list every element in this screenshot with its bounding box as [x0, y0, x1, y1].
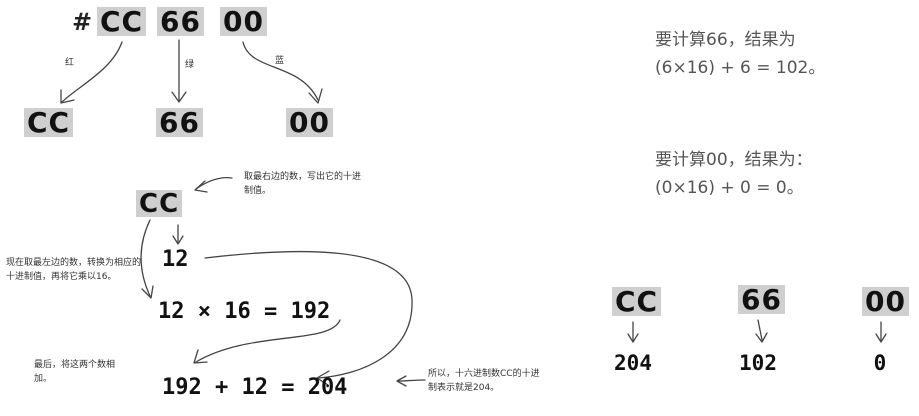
arrow-note-to-cc	[195, 176, 233, 190]
arrow-bottom-66	[757, 319, 763, 341]
arrow-192-to-sum-head	[193, 349, 208, 364]
arrow-bottom-66-head	[755, 332, 768, 343]
arrow-conclusion	[397, 379, 426, 382]
calc-66-line1: 要计算66，结果为	[655, 30, 796, 50]
hex-pair-red: CC	[97, 7, 147, 36]
arrow-192-to-sum	[195, 319, 341, 363]
result-hex-00: 00	[862, 287, 909, 316]
label-green: 绿	[185, 60, 195, 70]
sum-equation: 192 + 12 = 204	[162, 375, 348, 400]
arrow-red	[61, 41, 123, 103]
calc-66-line2: (6×16) + 6 = 102。	[655, 58, 826, 78]
label-red: 红	[65, 58, 75, 68]
arrow-green-head	[171, 91, 187, 103]
arrow-red-head	[60, 89, 75, 104]
arrow-note-to-cc-head	[194, 180, 208, 193]
cc-hex: CC	[136, 190, 183, 217]
arrow-blue-head	[308, 88, 323, 104]
arrow-cc-to-12-head	[172, 235, 184, 245]
step2-note: 现在取最左边的数，转换为相应的十进制值，再将它乘以16。	[6, 258, 142, 282]
step1-note: 取最右边的数，写出它的十进制值。	[244, 172, 362, 196]
arrow-bottom-cc-head	[627, 333, 639, 343]
arrow-12-loop-head	[316, 370, 330, 386]
split-green: 66	[156, 108, 203, 137]
multiply-equation: 12 × 16 = 192	[158, 299, 331, 324]
conclusion-note: 所以，十六进制数CC的十进制表示就是204。	[428, 369, 540, 393]
step3-note: 最后，将这两个数相加。	[34, 360, 116, 384]
digit-value: 12	[162, 247, 189, 272]
split-blue: 00	[286, 108, 333, 137]
arrow-conclusion-head	[396, 375, 407, 387]
split-red: CC	[24, 108, 74, 137]
arrow-12-loop	[204, 250, 413, 379]
result-decimal-0: 0	[873, 351, 887, 375]
hex-pair-blue: 00	[220, 7, 267, 36]
label-blue: 蓝	[275, 56, 285, 66]
hex-pair-green: 66	[157, 7, 204, 36]
result-hex-cc: CC	[612, 287, 662, 316]
calc-66: 要计算66，结果为 (6×16) + 6 = 102。	[655, 26, 825, 82]
arrow-bottom-00-head	[875, 333, 887, 343]
result-decimal-102: 102	[739, 351, 777, 375]
arrow-cc-to-multiply	[140, 219, 151, 297]
calc-00-line2: (0×16) + 0 = 0。	[655, 178, 804, 198]
arrow-blue	[242, 41, 319, 101]
hash-symbol: #	[72, 8, 93, 36]
calc-00-line1: 要计算00，结果为：	[655, 150, 813, 170]
calc-00: 要计算00，结果为： (0×16) + 0 = 0。	[655, 146, 813, 202]
result-hex-66: 66	[738, 285, 785, 314]
arrow-cc-to-multiply-head	[141, 285, 154, 299]
result-decimal-204: 204	[614, 351, 652, 375]
